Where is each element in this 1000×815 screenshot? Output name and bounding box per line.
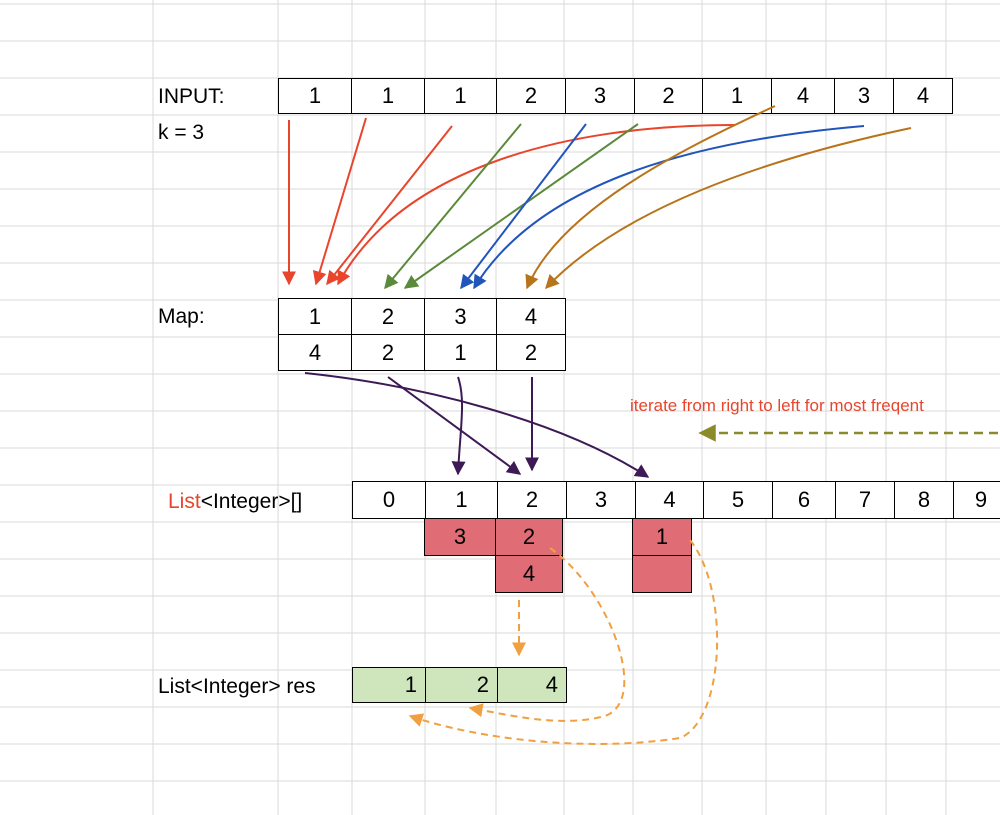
input-cell: 1 [351, 78, 425, 114]
input-cell: 4 [771, 78, 835, 114]
map-count-cell: 4 [278, 334, 352, 371]
bucket-index-cell: 2 [497, 481, 567, 519]
map-keys-row: 1 2 3 4 [278, 298, 566, 335]
res-array: 1 2 4 [352, 667, 567, 703]
res-cell: 1 [352, 667, 426, 703]
res-cell: 2 [425, 667, 498, 703]
map-key-cell: 2 [351, 298, 425, 335]
map-key-cell: 3 [424, 298, 497, 335]
input-cell: 3 [565, 78, 635, 114]
res-label: List<Integer> res [158, 675, 316, 698]
input-cell: 1 [424, 78, 497, 114]
bucket-index-cell: 9 [953, 481, 1000, 519]
bucket-1-item: 3 [424, 518, 496, 556]
bucket-index-cell: 5 [703, 481, 773, 519]
bucket-label-list: List [168, 490, 201, 513]
map-label: Map: [158, 305, 205, 328]
bucket-2-item: 4 [495, 555, 563, 593]
bucket-4-item [632, 555, 692, 593]
input-cell: 2 [634, 78, 703, 114]
bucket-array-label: List<Integer>[] [168, 491, 302, 512]
bucket-index-cell: 7 [835, 481, 895, 519]
bucket-index-cell: 3 [566, 481, 636, 519]
bucket-index-cell: 4 [635, 481, 704, 519]
bucket-4-item: 1 [632, 518, 692, 556]
map-key-cell: 1 [278, 298, 352, 335]
bucket-index-cell: 6 [772, 481, 836, 519]
bucket-index-cell: 1 [425, 481, 498, 519]
bucket-index-cell: 8 [894, 481, 954, 519]
bucket-2-item: 2 [495, 518, 563, 556]
bucket-index-cell: 0 [352, 481, 426, 519]
bucket-array: 0 1 2 3 4 5 6 7 8 9 [352, 481, 1000, 519]
bucket-label-type: <Integer>[] [200, 490, 303, 513]
map-count-cell: 2 [496, 334, 566, 371]
input-array: 1 1 1 2 3 2 1 4 3 4 [278, 78, 953, 114]
map-key-cell: 4 [496, 298, 566, 335]
input-label: INPUT: [158, 85, 225, 108]
map-count-cell: 1 [424, 334, 497, 371]
map-counts-row: 4 2 1 2 [278, 334, 566, 371]
k-label: k = 3 [158, 121, 205, 144]
input-cell: 2 [496, 78, 566, 114]
res-cell: 4 [497, 667, 567, 703]
input-cell: 1 [278, 78, 352, 114]
input-cell: 3 [834, 78, 894, 114]
map-count-cell: 2 [351, 334, 425, 371]
input-cell: 1 [702, 78, 772, 114]
iterate-annotation: iterate from right to left for most freq… [630, 396, 924, 415]
input-cell: 4 [893, 78, 953, 114]
